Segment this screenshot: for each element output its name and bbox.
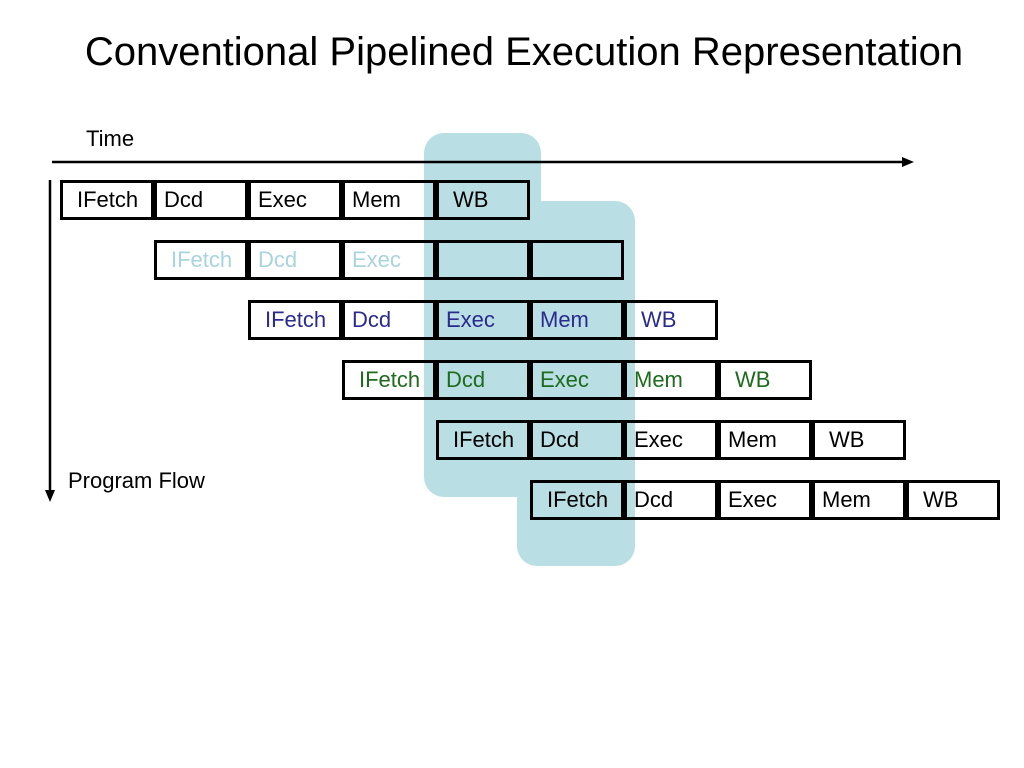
stage-dcd: Dcd <box>154 180 248 220</box>
stage-mem: Mem <box>718 420 812 460</box>
stage-mem: Mem <box>342 180 436 220</box>
stage-wb: WB <box>718 360 812 400</box>
slide-title: Conventional Pipelined Execution Represe… <box>84 30 964 74</box>
stage-empty <box>530 240 624 280</box>
stage-exec: Exec <box>718 480 812 520</box>
stage-exec: Exec <box>436 300 530 340</box>
stage-mem: Mem <box>812 480 906 520</box>
stage-dcd: Dcd <box>624 480 718 520</box>
time-label: Time <box>86 126 135 151</box>
highlight-band-late <box>517 201 635 566</box>
stage-dcd: Dcd <box>436 360 530 400</box>
program-flow-arrow <box>45 180 55 502</box>
stage-empty <box>436 240 530 280</box>
stage-ifetch: IFetch <box>530 480 624 520</box>
stage-exec: Exec <box>624 420 718 460</box>
stage-dcd: Dcd <box>248 240 342 280</box>
stage-dcd: Dcd <box>342 300 436 340</box>
time-arrow <box>52 157 914 167</box>
stage-ifetch: IFetch <box>248 300 342 340</box>
stage-exec: Exec <box>248 180 342 220</box>
stage-dcd: Dcd <box>530 420 624 460</box>
stage-mem: Mem <box>530 300 624 340</box>
stage-ifetch: IFetch <box>60 180 154 220</box>
stage-exec: Exec <box>530 360 624 400</box>
stage-wb: WB <box>906 480 1000 520</box>
stage-ifetch: IFetch <box>436 420 530 460</box>
stage-exec: Exec <box>342 240 436 280</box>
stage-wb: WB <box>812 420 906 460</box>
stage-ifetch: IFetch <box>154 240 248 280</box>
program-flow-label: Program Flow <box>68 468 205 493</box>
stage-mem: Mem <box>624 360 718 400</box>
stage-ifetch: IFetch <box>342 360 436 400</box>
stage-wb: WB <box>624 300 718 340</box>
stage-wb: WB <box>436 180 530 220</box>
